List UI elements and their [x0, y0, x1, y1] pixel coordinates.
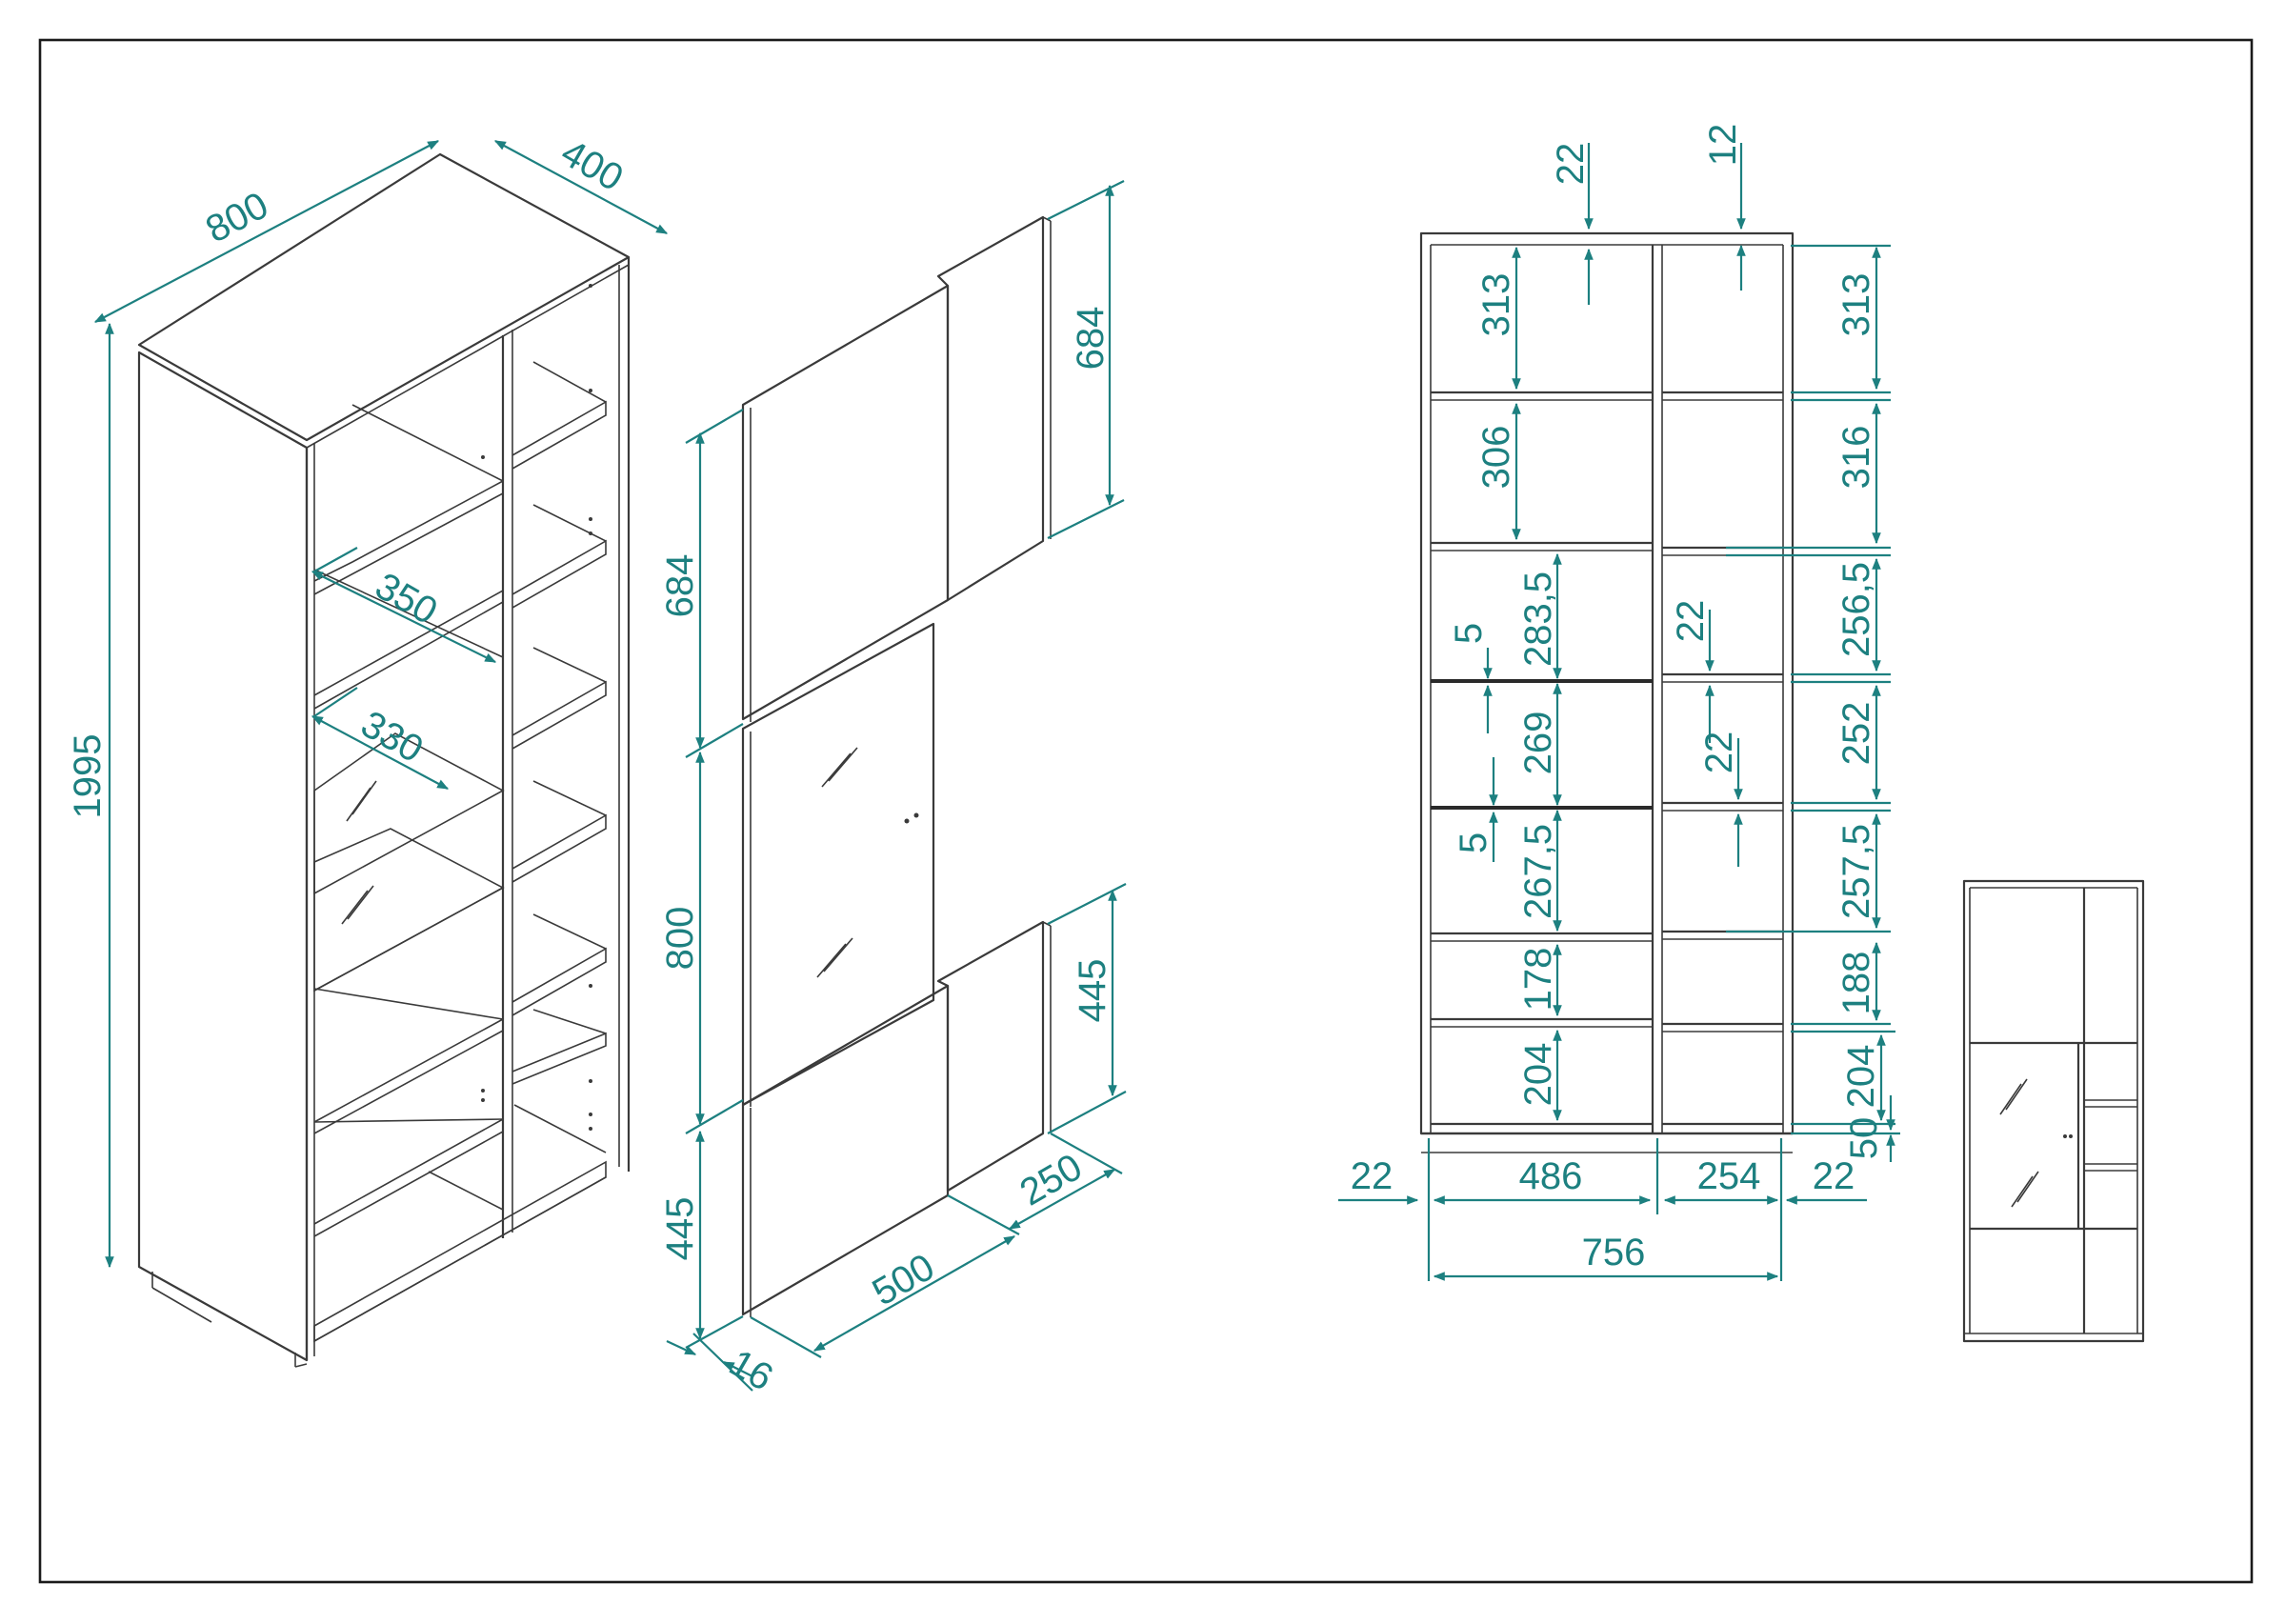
dim-small-door-250: 250 — [1013, 1146, 1090, 1213]
dim-left-306: 306 — [1475, 426, 1517, 490]
dim-lower-door-445-left: 445 — [659, 1197, 701, 1261]
dim-right-257-5: 257,5 — [1835, 824, 1877, 919]
glass-shelf-2 — [313, 828, 505, 992]
dim-left-283-5: 283,5 — [1517, 571, 1559, 667]
dim-door-thickness-16: 16 — [722, 1342, 780, 1399]
dim-shelf-350: 350 — [369, 565, 445, 632]
dim-top-12: 12 — [1702, 124, 1744, 167]
lower-door-small — [936, 920, 1045, 1193]
dim-glass-5-b: 5 — [1453, 832, 1494, 853]
dim-side-22-left: 22 — [1351, 1155, 1394, 1197]
dim-large-door-500: 500 — [866, 1246, 942, 1313]
dim-top-22: 22 — [1550, 143, 1592, 186]
upper-door-small — [936, 215, 1045, 602]
dim-upper-door-684-left: 684 — [659, 554, 701, 618]
drawing-border — [38, 38, 2254, 1584]
right-shelves — [511, 361, 607, 1153]
dim-right-50: 50 — [1843, 1117, 1885, 1160]
dim-left-267-5: 267,5 — [1517, 824, 1559, 919]
dim-side-22-right: 22 — [1813, 1155, 1855, 1197]
dim-right-188: 188 — [1835, 952, 1877, 1015]
dim-shelf-22-b: 22 — [1698, 732, 1740, 774]
upper-door-large — [741, 284, 950, 721]
cabinet-left-side — [137, 351, 309, 1362]
doors-isometric — [741, 215, 1052, 1317]
shelf-left-4 — [313, 1017, 504, 1134]
front-view — [1419, 231, 1795, 1153]
dim-left-269: 269 — [1517, 712, 1559, 775]
dim-total-756: 756 — [1582, 1232, 1646, 1273]
dim-left-178: 178 — [1517, 948, 1559, 1012]
shelf-left-5 — [313, 1117, 504, 1237]
front-view-dimensions: 22 12 313 306 283,5 269 267,5 178 204 5 … — [1338, 124, 1900, 1281]
dim-inner-486: 486 — [1519, 1155, 1583, 1197]
dim-depth-400: 400 — [554, 131, 631, 199]
dim-shelf-330: 330 — [354, 703, 431, 771]
cabinet-top — [137, 152, 631, 442]
cabinet-isometric — [137, 152, 631, 1368]
dim-left-313: 313 — [1475, 273, 1517, 337]
door-iso-dimensions: 684 684 800 445 445 250 500 16 — [659, 180, 1127, 1399]
dim-glass-5-a: 5 — [1448, 623, 1490, 644]
dim-right-252: 252 — [1835, 702, 1877, 766]
dim-left-204: 204 — [1517, 1043, 1559, 1107]
closed-front-thumbnail — [1962, 879, 2145, 1343]
dim-inner-254: 254 — [1697, 1155, 1761, 1197]
dim-right-313: 313 — [1835, 273, 1877, 337]
dim-right-316: 316 — [1835, 426, 1877, 490]
dim-right-256-5: 256,5 — [1835, 562, 1877, 657]
dim-width-800: 800 — [199, 184, 275, 251]
thumbnail-outer — [1962, 879, 2145, 1343]
dim-upper-door-684-right: 684 — [1070, 307, 1112, 371]
dim-height-1995: 1995 — [67, 734, 109, 819]
dim-lower-door-445-right: 445 — [1072, 959, 1113, 1023]
front-outer — [1419, 231, 1795, 1135]
dim-shelf-22-a: 22 — [1670, 600, 1712, 643]
dim-right-204: 204 — [1840, 1045, 1882, 1109]
glass-door — [741, 622, 935, 1107]
dim-glass-door-800: 800 — [659, 907, 701, 971]
